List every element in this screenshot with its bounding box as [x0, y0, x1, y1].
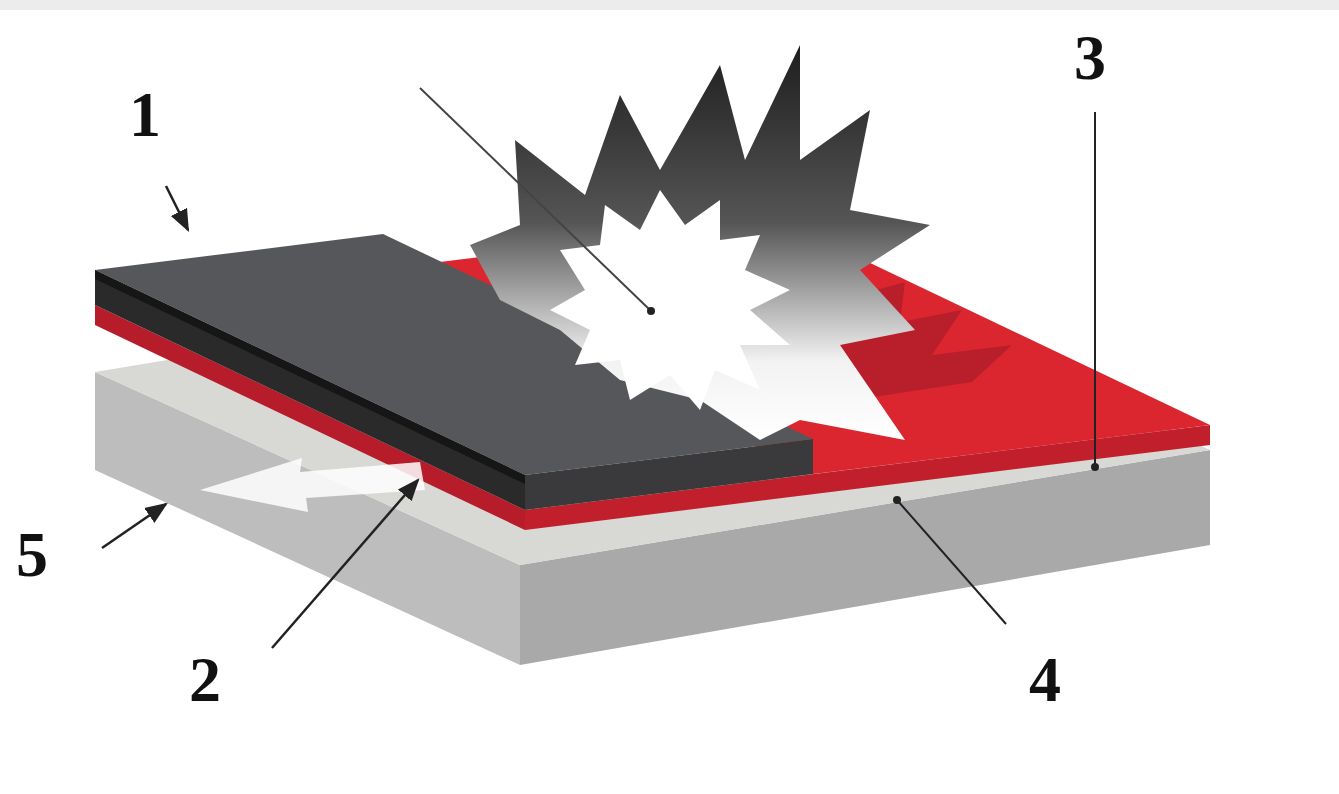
impact-core — [550, 190, 790, 410]
leader-dot — [893, 496, 901, 504]
leader-line — [649, 45, 651, 88]
callout-number: 1 — [129, 83, 161, 147]
leader-line — [420, 88, 650, 310]
leader-line — [897, 500, 1006, 624]
callout-number: 2 — [189, 648, 221, 712]
leader-dot — [1091, 463, 1099, 471]
leader-arrow — [102, 504, 166, 548]
leader-arrow — [166, 186, 188, 230]
leader-line — [1094, 112, 1096, 466]
leader-arrow — [272, 480, 418, 648]
callout-number: 3 — [1074, 26, 1106, 90]
impact-burst — [470, 45, 930, 440]
leader-dot — [647, 307, 655, 315]
top-band — [0, 0, 1339, 10]
callout-number: 4 — [1029, 648, 1061, 712]
flow-arrow — [200, 458, 425, 512]
callout-number: 5 — [16, 523, 48, 587]
